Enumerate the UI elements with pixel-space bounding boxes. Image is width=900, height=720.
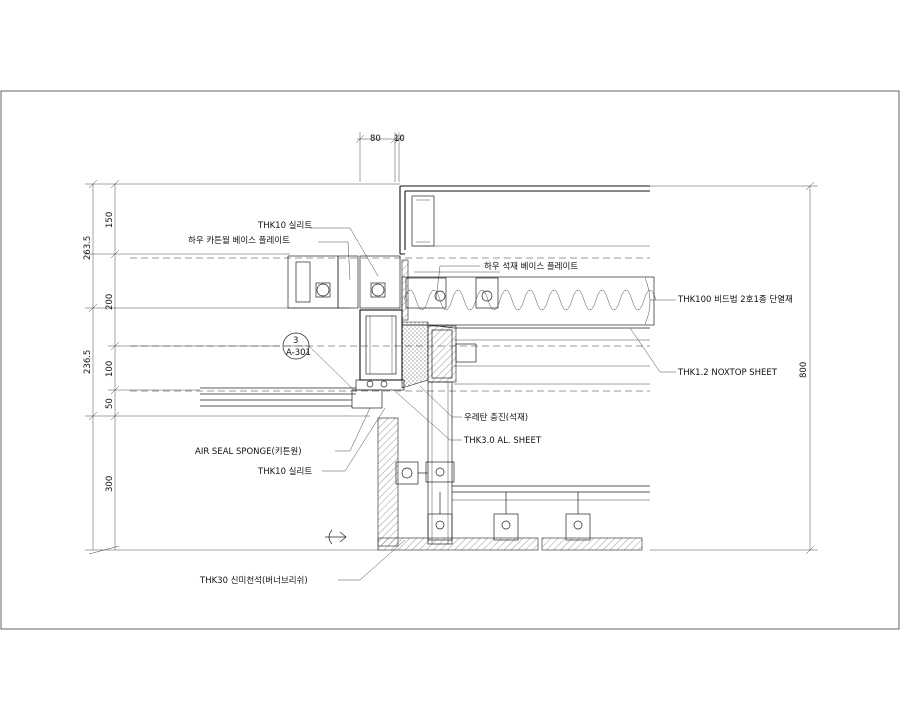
dim-left-300: 300 [105, 476, 115, 492]
label-noxtop-sheet: THK1.2 NOXTOP SHEET [677, 368, 778, 378]
dim-left-200: 200 [105, 294, 115, 310]
label-urethane-fill: 우레탄 충진(석재) [464, 412, 528, 423]
detail-sheet: A-301 [286, 348, 311, 358]
dim-top-80: 80 [370, 134, 381, 144]
sheet-border [0, 90, 900, 630]
dim-top-10: 10 [394, 134, 405, 144]
detail-callout-bubble: 3 A-301 [282, 332, 357, 393]
datum-lines [130, 257, 650, 392]
dim-left-236-5: 236.5 [83, 350, 93, 374]
label-stone-cladding: THK30 신미천석(버너브리쉬) [199, 575, 308, 586]
label-sealant-top: THK10 실리트 [257, 220, 312, 231]
dim-right-800: 800 [799, 362, 809, 378]
label-sealant-bottom: THK10 실리트 [257, 466, 312, 477]
label-stone-base-plate: 하우 석재 베이스 플레이트 [484, 261, 578, 272]
detail-number: 3 [293, 336, 298, 346]
label-al-sheet: THK3.0 AL. SHEET [463, 436, 542, 446]
dim-left-263-5: 263.5 [83, 236, 93, 260]
dim-left-100: 100 [105, 361, 115, 377]
label-insulation: THK100 비드법 2호1종 단열재 [677, 294, 793, 305]
dim-left-50: 50 [105, 398, 115, 409]
section-mark [325, 529, 347, 545]
dimension-lines [85, 132, 818, 555]
leader-lines [310, 227, 676, 581]
label-curtainwall-base-plate: 하우 카튼월 베이스 플레이트 [188, 235, 290, 246]
construction [200, 185, 657, 551]
dim-left-150: 150 [105, 212, 115, 228]
label-air-seal-sponge: AIR SEAL SPONGE(키튼원) [195, 447, 302, 457]
